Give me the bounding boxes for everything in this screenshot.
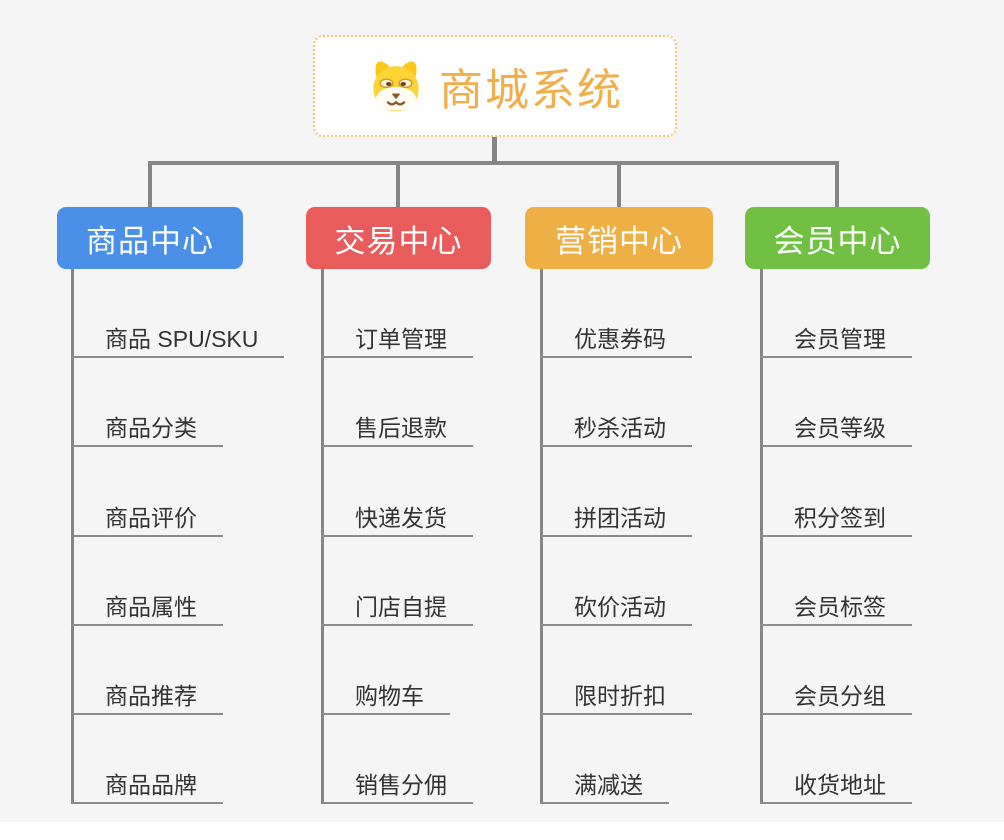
- leaf-node[interactable]: 购物车: [321, 669, 450, 715]
- leaf-node[interactable]: 砍价活动: [540, 580, 692, 626]
- branch-header-trade[interactable]: 交易中心: [306, 207, 491, 269]
- leaf-node[interactable]: 收货地址: [760, 758, 912, 804]
- leaf-node[interactable]: 商品推荐: [71, 669, 223, 715]
- leaf-node[interactable]: 优惠券码: [540, 312, 692, 358]
- leaf-node[interactable]: 商品评价: [71, 491, 223, 537]
- leaf-node[interactable]: 订单管理: [321, 312, 473, 358]
- root-node[interactable]: 商城系统: [313, 35, 677, 137]
- leaf-node[interactable]: 会员分组: [760, 669, 912, 715]
- leaf-node[interactable]: 销售分佣: [321, 758, 473, 804]
- canvas-bottom-edge: [0, 822, 1004, 840]
- leaf-node[interactable]: 售后退款: [321, 401, 473, 447]
- branch-label: 商品中心: [86, 223, 214, 259]
- leaf-node[interactable]: 商品属性: [71, 580, 223, 626]
- root-label: 商城系统: [439, 66, 623, 115]
- leaf-node[interactable]: 会员管理: [760, 312, 912, 358]
- connector-drop-product: [148, 161, 152, 209]
- leaf-node[interactable]: 满减送: [540, 758, 669, 804]
- connector-drop-member: [835, 161, 839, 209]
- leaf-node[interactable]: 门店自提: [321, 580, 473, 626]
- branch-header-product[interactable]: 商品中心: [57, 207, 243, 269]
- branch-label: 营销中心: [555, 223, 683, 259]
- leaf-node[interactable]: 积分签到: [760, 491, 912, 537]
- leaf-node[interactable]: 会员标签: [760, 580, 912, 626]
- leaf-node[interactable]: 秒杀活动: [540, 401, 692, 447]
- connector-bus: [148, 161, 839, 165]
- connector-drop-trade: [396, 161, 400, 209]
- dog-face-icon: [367, 57, 425, 115]
- leaf-node[interactable]: 商品分类: [71, 401, 223, 447]
- leaf-node[interactable]: 商品 SPU/SKU: [71, 312, 285, 358]
- connector-root-trunk: [492, 135, 497, 163]
- leaf-node[interactable]: 限时折扣: [540, 669, 692, 715]
- branch-header-member[interactable]: 会员中心: [745, 207, 930, 269]
- branch-header-marketing[interactable]: 营销中心: [525, 207, 713, 269]
- branch-label: 交易中心: [334, 223, 463, 259]
- connector-drop-marketing: [617, 161, 621, 209]
- branch-label: 会员中心: [773, 223, 902, 259]
- leaf-node[interactable]: 会员等级: [760, 401, 912, 447]
- leaf-node[interactable]: 快递发货: [321, 491, 473, 537]
- leaf-node[interactable]: 拼团活动: [540, 491, 692, 537]
- leaf-node[interactable]: 商品品牌: [71, 758, 223, 804]
